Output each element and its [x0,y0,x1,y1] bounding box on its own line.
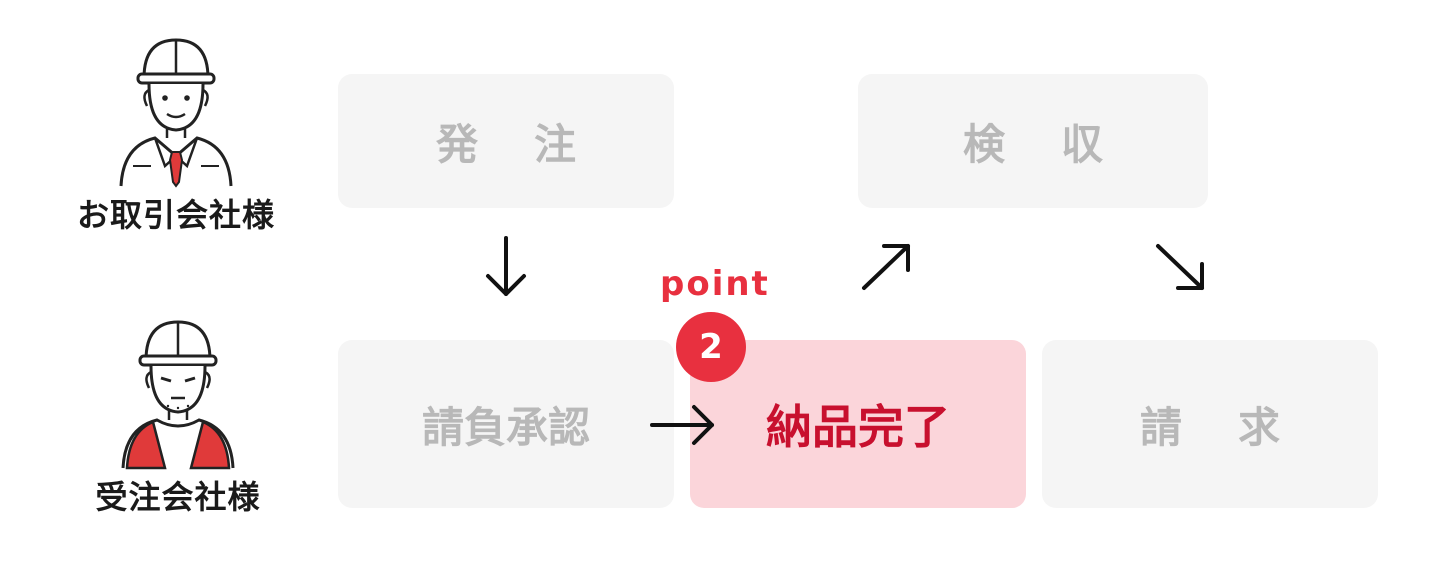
step-acceptance-label: 請負承認 [421,402,590,452]
contractor-label: 受注会社様 [95,478,261,516]
arrow-down-icon [486,236,526,296]
client-actor: お取引会社様 [76,34,276,236]
arrow-up-right-icon [862,244,910,290]
step-order-label: 発注 [435,119,632,169]
step-inspection-label: 検収 [962,119,1159,169]
step-delivery: 納品完了 [690,340,1026,508]
step-inspection: 検収 [858,74,1208,208]
arrow-right-icon [650,405,714,445]
contractor-worker-icon [121,320,235,470]
step-invoice: 請求 [1042,340,1378,508]
step-invoice-label: 請求 [1139,402,1336,452]
point-number-badge: 2 [676,312,746,382]
arrow-down-right-icon [1156,244,1204,290]
step-delivery-label: 納品完了 [766,400,950,454]
contractor-actor: 受注会社様 [78,316,278,518]
client-label: お取引会社様 [76,196,275,234]
step-order: 発注 [338,74,674,208]
step-acceptance: 請負承認 [338,340,674,508]
client-worker-icon [119,38,233,188]
point-label: point [660,264,770,304]
